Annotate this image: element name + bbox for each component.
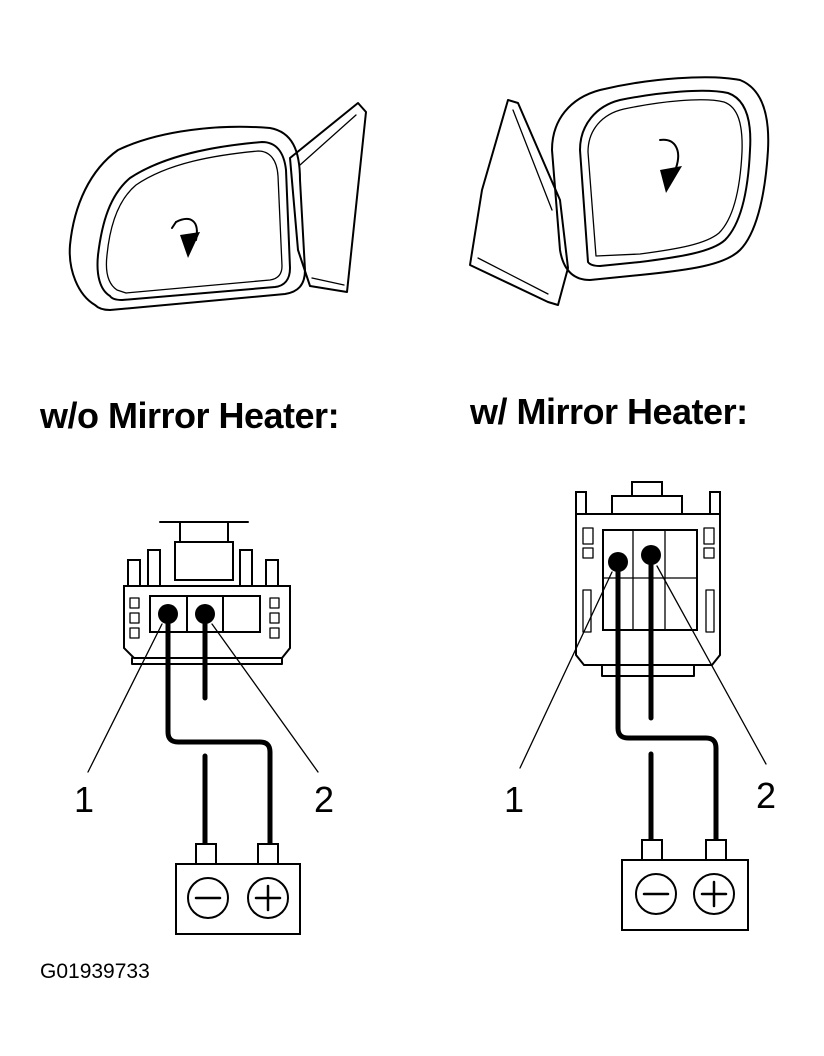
left-mirror-illustration [68,102,367,311]
right-pin1-leader [519,571,613,769]
left-pin1-leader [87,623,163,773]
left-wire-1 [165,611,273,849]
right-wire-1 [615,559,719,849]
left-pin2-leader [211,623,319,773]
right-connector [575,481,721,677]
right-pin2-leader [656,565,767,765]
left-battery [175,843,301,935]
heading-without-heater: w/o Mirror Heater: [39,395,339,436]
right-pin1-label: 1 [504,779,524,820]
plus-icon [700,880,728,908]
right-pin2-label: 2 [756,775,776,816]
heading-with-heater: w/ Mirror Heater: [469,391,748,432]
right-mirror-illustration [469,76,770,306]
plus-icon [254,884,282,912]
left-pin2-label: 2 [314,779,334,820]
figure-code: G01939733 [40,960,150,983]
left-pin1-label: 1 [74,779,94,820]
right-battery [621,839,749,931]
